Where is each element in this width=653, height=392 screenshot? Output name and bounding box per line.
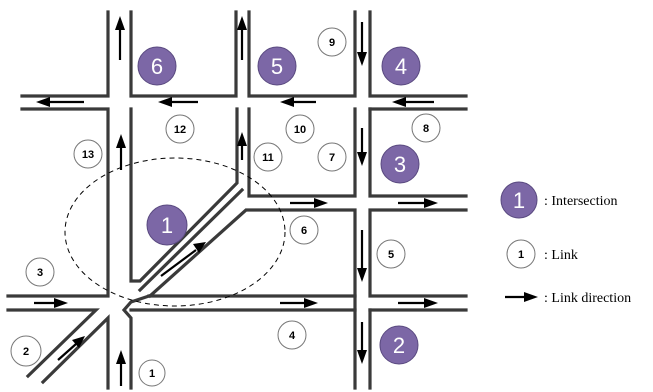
intersection-node: 5 <box>257 46 297 86</box>
link-node: 11 <box>253 142 283 172</box>
road-network <box>6 10 468 390</box>
intersection-label: 6 <box>151 54 163 79</box>
road-segment <box>6 308 100 379</box>
link-node: 4 <box>277 320 307 350</box>
road-segment <box>368 10 468 98</box>
link-direction-arrow <box>237 16 247 60</box>
link-label: 13 <box>82 149 94 161</box>
legend: 1 : Intersection 1 : Link : Link directi… <box>500 181 631 306</box>
link-direction-arrow <box>398 198 438 208</box>
road-segment <box>137 187 245 293</box>
link-node: 5 <box>376 239 406 269</box>
link-label: 5 <box>388 249 394 261</box>
link-label: 11 <box>262 152 274 164</box>
link-direction-arrow <box>57 336 85 361</box>
legend-direction-label: : Link direction <box>544 291 631 306</box>
link-direction-arrow <box>237 132 247 160</box>
link-direction-arrow <box>116 134 126 170</box>
road-segment <box>20 10 110 98</box>
road-segment <box>247 107 357 198</box>
link-direction-arrow <box>115 16 125 60</box>
link-direction-arrow <box>290 198 328 208</box>
link-node: 7 <box>317 142 347 172</box>
road-segment <box>368 107 468 198</box>
legend-intersection: 1 : Intersection <box>500 181 617 219</box>
control-zone-ellipse <box>64 157 286 307</box>
road-segment <box>40 314 110 390</box>
link-nodes: 1 2 3 4 5 6 7 8 9 10 11 12 13 <box>10 27 441 387</box>
intersection-label: 2 <box>393 333 405 358</box>
link-direction-arrows <box>34 16 438 386</box>
link-direction-arrow <box>280 298 318 308</box>
link-label: 3 <box>37 267 43 279</box>
legend-intersection-label: : Intersection <box>544 194 617 209</box>
intersection-node: 3 <box>380 144 420 184</box>
link-label: 1 <box>149 368 155 380</box>
road-segment <box>121 293 152 390</box>
link-label: 12 <box>174 124 186 136</box>
link-node: 3 <box>25 257 55 287</box>
intersection-label: 4 <box>395 54 407 79</box>
legend-link: 1 : Link <box>506 239 578 269</box>
link-node: 1 <box>138 359 166 387</box>
link-direction-arrow <box>357 22 367 66</box>
link-node: 13 <box>73 139 103 169</box>
link-direction-arrow <box>34 298 68 308</box>
intersection-node: 1 <box>146 204 188 246</box>
link-direction-arrow <box>357 322 367 364</box>
road-segment <box>6 107 110 298</box>
intersection-node: 2 <box>379 325 419 365</box>
link-label: 4 <box>289 330 296 342</box>
road-segment <box>368 208 468 298</box>
legend-link-label: : Link <box>544 248 578 263</box>
road-segment <box>147 208 357 299</box>
link-direction-arrow <box>280 97 316 107</box>
intersection-nodes: 1 2 3 4 5 6 <box>137 46 421 365</box>
link-label: 2 <box>23 346 29 358</box>
link-direction-arrow <box>357 230 367 282</box>
link-label: 10 <box>294 124 306 136</box>
link-label: 8 <box>423 123 429 135</box>
legend-direction: : Link direction <box>505 291 631 306</box>
link-node: 10 <box>285 114 315 144</box>
link-label: 9 <box>329 37 335 49</box>
link-direction-arrow <box>160 242 206 277</box>
link-direction-arrow <box>158 97 198 107</box>
intersection-node: 6 <box>137 46 177 86</box>
legend-arrow-head <box>524 292 538 302</box>
link-node: 9 <box>317 27 347 57</box>
link-node: 2 <box>10 335 42 367</box>
link-node: 12 <box>165 114 195 144</box>
link-node: 6 <box>289 215 319 245</box>
intersection-label: 5 <box>271 54 283 79</box>
link-label: 6 <box>301 225 307 237</box>
intersection-node: 4 <box>381 46 421 86</box>
intersection-label: 1 <box>161 213 173 238</box>
link-label: 7 <box>329 152 335 164</box>
link-direction-arrow <box>392 97 434 107</box>
legend-intersection-symbol: 1 <box>513 188 525 213</box>
link-node: 8 <box>411 113 441 143</box>
road-segment <box>129 10 238 98</box>
link-direction-arrow <box>36 97 84 107</box>
link-direction-arrow <box>357 128 367 166</box>
road-segment <box>129 107 239 283</box>
legend-link-symbol: 1 <box>518 249 524 261</box>
link-direction-arrow <box>398 298 438 308</box>
link-direction-arrow <box>116 350 126 386</box>
intersection-label: 3 <box>394 152 406 177</box>
road-segment <box>247 10 357 98</box>
